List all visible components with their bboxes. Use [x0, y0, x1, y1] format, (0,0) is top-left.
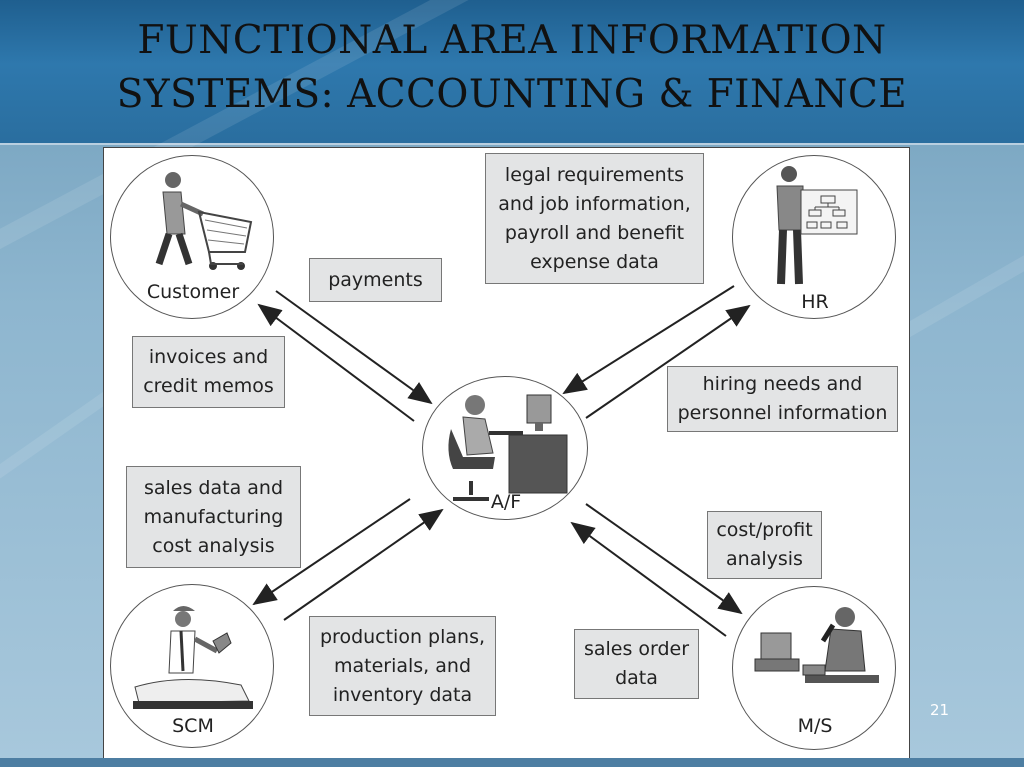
title-line-1: FUNCTIONAL AREA INFORMATION [137, 18, 887, 63]
af-node: A/F [422, 376, 588, 520]
flow-label-production: production plans, materials, and invento… [309, 616, 496, 716]
customer-label: Customer [146, 281, 240, 303]
phone-sales-icon [754, 607, 879, 683]
flow-label-cost-profit: cost/profit analysis [707, 511, 822, 579]
arrow-ms-to-af [570, 521, 727, 637]
flow-label-text: cost/profit analysis [716, 519, 813, 570]
ms-node: M/S [732, 586, 896, 750]
title-bar [0, 0, 1024, 145]
arrow-af-to-customer [257, 303, 415, 422]
scm-label: SCM [172, 715, 214, 737]
diagram-panel: Customer HR [103, 147, 910, 759]
arrow-hr-to-af [562, 285, 735, 395]
flow-label-text: payments [328, 268, 423, 291]
flow-label-invoices: invoices and credit memos [132, 336, 285, 408]
flow-label-sales-order: sales order data [574, 629, 699, 699]
ms-label: M/S [797, 715, 833, 737]
customer-cart-icon [155, 172, 253, 270]
customer-node: Customer [110, 155, 274, 319]
flow-label-text: legal requirements and job information, … [498, 163, 691, 273]
flow-label-hiring: hiring needs and personnel information [667, 366, 898, 432]
slide-title: FUNCTIONAL AREA INFORMATION SYSTEMS: ACC… [0, 14, 1024, 122]
af-label: A/F [490, 491, 522, 513]
arrow-customer-to-af [275, 290, 433, 405]
flow-label-legal: legal requirements and job information, … [485, 153, 704, 284]
hr-label: HR [801, 291, 829, 313]
footer-strip [0, 758, 1024, 767]
title-line-2: SYSTEMS: ACCOUNTING & FINANCE [116, 72, 908, 117]
office-worker-computer-icon [448, 394, 568, 501]
presenter-org-chart-icon [776, 166, 858, 285]
flow-label-sales-mfg: sales data and manufacturing cost analys… [126, 466, 301, 568]
hr-node: HR [732, 155, 896, 319]
arrow-af-to-hr [585, 304, 751, 419]
arrow-scm-to-af [283, 508, 444, 621]
flow-label-text: production plans, materials, and invento… [319, 625, 486, 706]
arrow-af-to-ms [585, 503, 743, 615]
engineer-blueprint-icon [133, 606, 253, 709]
flow-label-text: invoices and credit memos [143, 346, 274, 397]
flow-label-text: hiring needs and personnel information [677, 373, 888, 424]
page-number: 21 [930, 701, 950, 719]
flow-label-payments: payments [309, 258, 442, 302]
flow-arrows [252, 285, 751, 637]
flow-label-text: sales order data [583, 638, 690, 689]
flow-label-text: sales data and manufacturing cost analys… [143, 476, 284, 557]
scm-node: SCM [110, 584, 274, 748]
arrow-af-to-scm [252, 498, 411, 606]
